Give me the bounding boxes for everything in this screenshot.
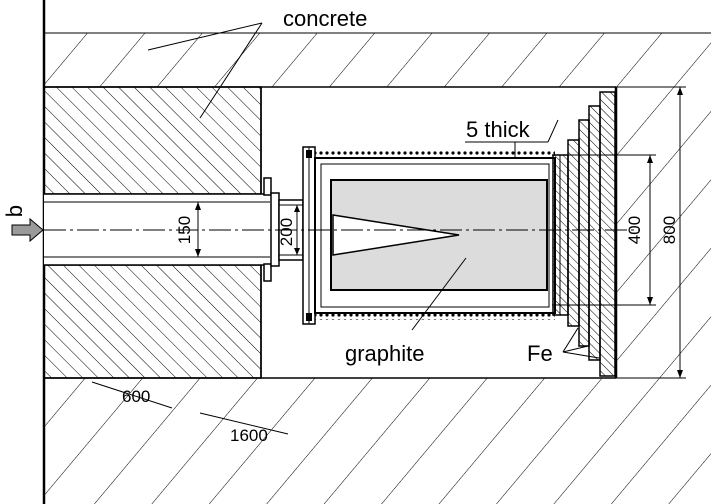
shield-block-lower [43, 264, 262, 379]
beam-arrow [11, 217, 44, 243]
tube-flange-upper [263, 177, 272, 196]
thickness-leader [465, 119, 559, 157]
dim-overall-length [199, 412, 289, 435]
concrete-leaders [147, 22, 263, 119]
vessel-wall-bottom-dots [315, 313, 555, 320]
iron-height-label: 800 [660, 216, 679, 244]
graphite-leader [411, 257, 467, 331]
dim-flange-diameter [294, 205, 300, 255]
beam-label: q [5, 205, 30, 217]
iron-plate-2 [578, 119, 590, 347]
iron-plate-3 [588, 105, 601, 361]
dim-iron-height [610, 86, 686, 379]
graphite-label: graphite [345, 341, 425, 366]
concrete-bottom [44, 378, 711, 504]
cone-cavity [332, 214, 460, 256]
concrete-right [616, 87, 711, 378]
iron-plate-1 [567, 139, 580, 327]
concrete-label: concrete [283, 6, 367, 31]
cavity-depth-label: 600 [122, 387, 150, 406]
dim-target-height [552, 154, 656, 306]
target-height-label: 400 [625, 216, 644, 244]
tube-flange-lower [263, 263, 272, 282]
overall-length-label: 1600 [230, 426, 268, 445]
fe-leaders [562, 327, 600, 359]
thickness-label: 5 thick [466, 117, 531, 142]
vessel-wall-top-dots [315, 151, 555, 158]
tube-diameter-label: 150 [175, 216, 194, 244]
flange-diameter-label: 200 [277, 218, 296, 246]
iron-plate-4 [599, 91, 616, 377]
dim-tube-diameter [195, 202, 201, 257]
concrete-top [44, 33, 711, 87]
vessel-inner-wall [320, 163, 550, 308]
dim-cavity-depth [91, 381, 173, 409]
fe-label: Fe [527, 341, 553, 366]
shield-block-upper [43, 86, 262, 195]
